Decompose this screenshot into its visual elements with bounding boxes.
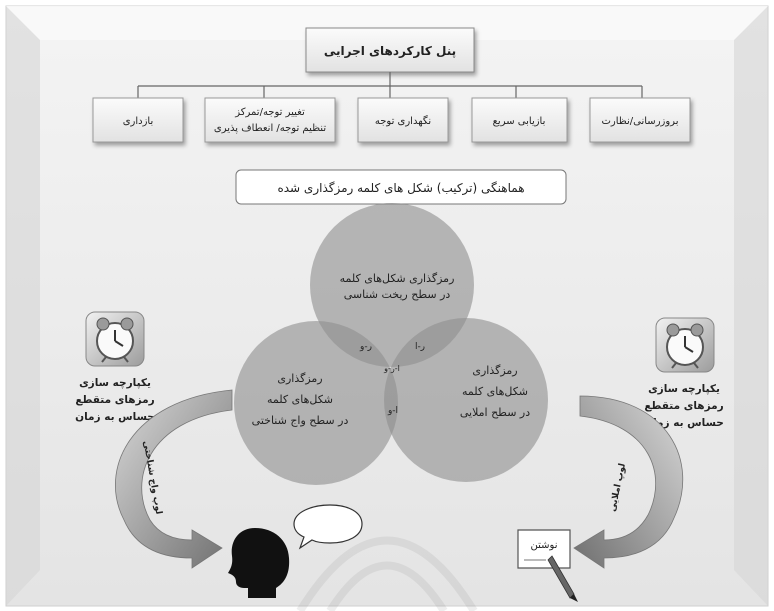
executive-panel-box: [305, 27, 475, 73]
overlap-left-right-label: ا-و: [387, 406, 398, 416]
function-label-updating: بروزرسانی/نظارت: [602, 116, 679, 127]
writing-pencil-icon: [517, 529, 578, 602]
function-box-2: بازیابی سریع: [471, 97, 568, 143]
venn-left-line-1: رمزگذاری: [277, 372, 322, 385]
overlap-top-right-label: ر-ا: [415, 342, 425, 352]
alarm-clock-icon: [655, 317, 715, 373]
venn-left-line-3: در سطح واج شناختی: [252, 414, 349, 427]
frame-top-bevel: [6, 6, 768, 40]
function-label-rapid-retrieval: بازیابی سریع: [493, 116, 546, 127]
alarm-clock-icon: [85, 311, 145, 367]
integration-label: هماهنگی (ترکیب) شکل های کلمه رمزگذاری شد…: [277, 181, 524, 196]
left-caption-line-2: رمزهای متقطع: [75, 394, 154, 406]
function-box-1: بروزرسانی/نظارت: [589, 97, 691, 143]
right-caption-line-1: یکپارچه سازی: [648, 383, 720, 395]
venn-diagram: [234, 203, 548, 485]
function-box-3: نگهداری توجه: [357, 97, 449, 143]
venn-right-line-1: رمزگذاری: [472, 364, 517, 377]
executive-panel-title: پنل کارکردهای اجرایی: [324, 44, 456, 58]
venn-circle-phonology: [234, 321, 398, 485]
overlap-center-label: ا-ر-و: [383, 364, 400, 373]
speaking-head-icon: [228, 504, 363, 598]
function-label-shifting-1: تغییر توجه/تمرکز: [234, 107, 305, 118]
right-caption-line-2: رمزهای متقطع: [644, 400, 723, 412]
function-label-inhibition: بازداری: [123, 116, 154, 127]
frame-right-bevel: [734, 6, 768, 606]
venn-top-line-2: در سطح ریخت شناسی: [344, 288, 451, 301]
venn-circle-orthography: [384, 318, 548, 482]
function-label-shifting-2: تنظیم توجه/ انعطاف پذیری: [214, 123, 326, 134]
frame-left-bevel: [6, 6, 40, 606]
left-caption-line-1: یکپارچه سازی: [79, 377, 151, 389]
right-caption-line-3: حساس به زمان: [644, 417, 724, 429]
venn-top-line-1: رمزگذاری شکل‌های کلمه: [340, 272, 455, 285]
function-box-4: تغییر توجه/تمرکز تنظیم توجه/ انعطاف پذیر…: [204, 97, 336, 143]
overlap-top-left-label: ر-و: [359, 342, 372, 352]
function-box-5: بازداری: [92, 97, 184, 143]
venn-left-line-2: شکل‌های کلمه: [267, 393, 333, 406]
venn-right-line-3: در سطح املایی: [460, 406, 530, 419]
tree-connectors: [137, 72, 643, 98]
orthographic-loop-arrow: [573, 395, 684, 569]
watermark: [296, 536, 478, 611]
left-caption-line-3: حساس به زمان: [75, 411, 155, 423]
venn-right-line-2: شکل‌های کلمه: [462, 385, 528, 398]
writing-label: نوشتن: [531, 540, 558, 551]
function-label-sustained-attention: نگهداری توجه: [375, 115, 431, 127]
phonological-loop-arrow: [115, 389, 233, 569]
